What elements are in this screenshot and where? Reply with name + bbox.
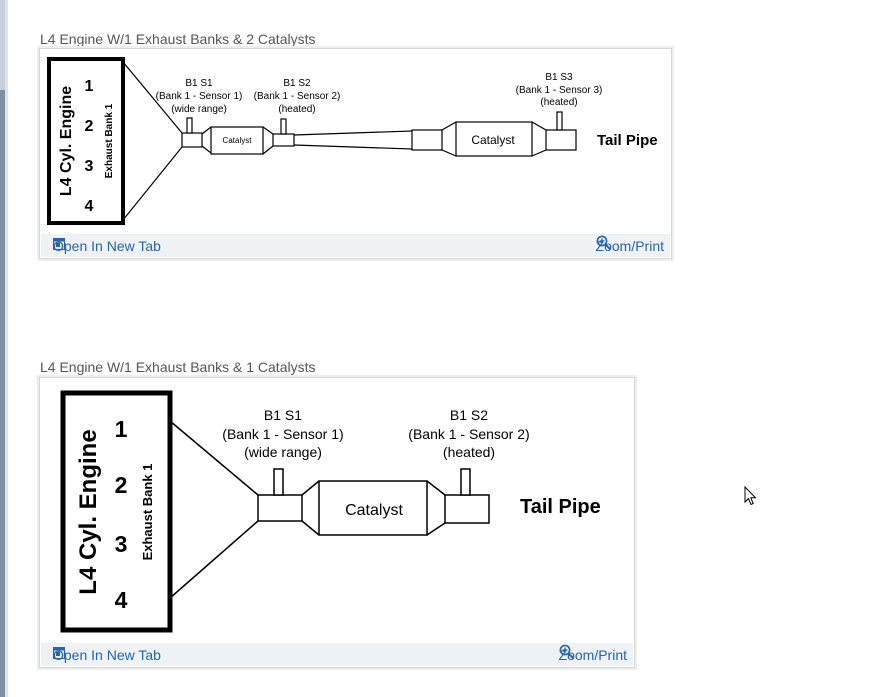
sensor-id: B1 S2 xyxy=(450,407,488,423)
diagram-card: L4 Cyl. Engine Exhaust Bank 1 1 2 3 4 Ca… xyxy=(39,377,635,668)
open-in-new-tab-icon xyxy=(53,238,65,250)
cylinder-number: 2 xyxy=(115,472,128,498)
magnifier-plus-icon xyxy=(596,235,611,250)
open-in-new-tab-label: Open In New Tab xyxy=(53,238,161,254)
sensor-desc: (Bank 1 - Sensor 2) xyxy=(408,426,529,442)
tail-pipe-label: Tail Pipe xyxy=(520,496,601,518)
manifold-line xyxy=(169,520,259,599)
catalyst-label: Catalyst xyxy=(345,502,403,519)
sensor-id: B1 S1 xyxy=(264,407,302,423)
cylinder-number: 1 xyxy=(85,78,94,95)
open-in-new-tab-link[interactable]: Open In New Tab xyxy=(53,647,161,663)
manifold-line xyxy=(122,146,183,221)
sensor-desc: (wide range) xyxy=(171,104,227,115)
window-edge xyxy=(0,0,8,697)
card-footer: Open In New Tab Zoom/Print xyxy=(41,643,633,666)
open-in-new-tab-icon xyxy=(53,647,65,659)
cylinder-number: 4 xyxy=(85,198,94,215)
zoom-print-label: Zoom/Print xyxy=(595,238,664,254)
catalyst-label: Catalyst xyxy=(471,133,515,147)
sensor-desc: (heated) xyxy=(443,444,495,460)
sensor-id: B1 S2 xyxy=(283,78,311,89)
card-footer: Open In New Tab Zoom/Print xyxy=(41,234,670,257)
sensor-id: B1 S1 xyxy=(185,78,213,89)
zoom-print-link[interactable]: Zoom/Print xyxy=(596,235,664,254)
sensor-desc: (Bank 1 - Sensor 1) xyxy=(156,91,243,102)
sensor-desc: (heated) xyxy=(540,97,577,108)
cylinder-number: 1 xyxy=(115,416,128,442)
tail-pipe-label: Tail Pipe xyxy=(597,132,658,149)
figure-title: L4 Engine W/1 Exhaust Banks & 1 Catalyst… xyxy=(40,359,316,375)
catalyst-label: Catalyst xyxy=(223,136,253,145)
sensor-desc: (Bank 1 - Sensor 3) xyxy=(516,85,603,96)
cylinder-number: 3 xyxy=(115,531,128,557)
sensor-desc: (Bank 1 - Sensor 2) xyxy=(254,91,341,102)
figure-title: L4 Engine W/1 Exhaust Banks & 2 Catalyst… xyxy=(40,31,316,47)
manifold-line xyxy=(122,61,183,134)
engine-label: L4 Cyl. Engine xyxy=(75,429,102,594)
open-in-new-tab-link[interactable]: Open In New Tab xyxy=(53,238,161,254)
mouse-cursor-icon xyxy=(744,486,757,506)
sensor-desc: (Bank 1 - Sensor 1) xyxy=(222,426,343,442)
zoom-print-label: Zoom/Print xyxy=(558,647,627,663)
exhaust-pipe xyxy=(257,468,490,536)
bank-label: Exhaust Bank 1 xyxy=(104,103,115,178)
sensor-id: B1 S3 xyxy=(545,72,573,83)
exhaust-diagram: L4 Cyl. Engine Exhaust Bank 1 1 2 3 4 Ca… xyxy=(60,390,601,633)
cylinder-number: 3 xyxy=(85,158,94,175)
sensor-desc: (wide range) xyxy=(244,444,322,460)
engine-label: L4 Cyl. Engine xyxy=(58,86,75,196)
cylinder-number: 4 xyxy=(115,587,128,613)
exhaust-pipe xyxy=(181,111,577,157)
exhaust-diagram: L4 Cyl. Engine Exhaust Bank 1 1 2 3 4 xyxy=(47,57,658,225)
sensor-desc: (heated) xyxy=(278,104,315,115)
open-in-new-tab-label: Open In New Tab xyxy=(53,647,161,663)
engine-block xyxy=(47,57,125,225)
cylinder-number: 2 xyxy=(85,118,94,135)
diagram-card: L4 Cyl. Engine Exhaust Bank 1 1 2 3 4 xyxy=(39,48,672,259)
magnifier-plus-icon xyxy=(559,644,574,659)
bank-label: Exhaust Bank 1 xyxy=(140,464,155,561)
manifold-line xyxy=(169,420,259,496)
engine-block xyxy=(60,390,173,633)
window-edge-highlight xyxy=(0,0,5,90)
zoom-print-link[interactable]: Zoom/Print xyxy=(559,644,627,663)
